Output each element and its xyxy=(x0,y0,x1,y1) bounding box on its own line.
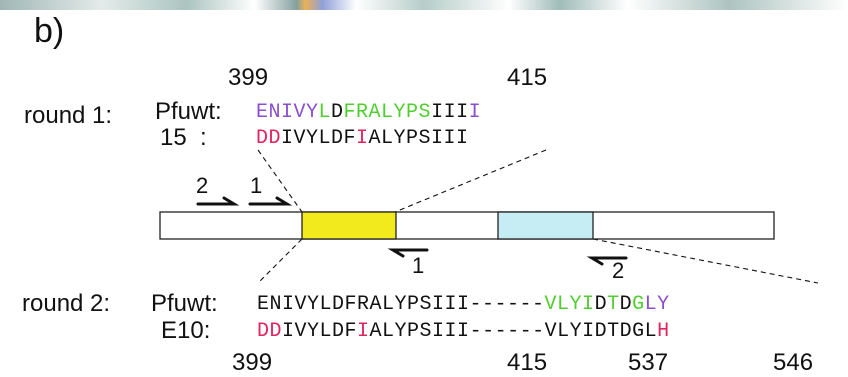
round2-seq-a-segment: ENIVYLDFRALYPSIII------ xyxy=(257,293,545,316)
round1-seq-a-segment: ENIVY xyxy=(256,101,319,124)
primer-rev-2-arrow xyxy=(586,256,628,266)
round1-seq-a-name: Pfuwt: xyxy=(155,98,222,125)
primer-fwd-2-label: 2 xyxy=(196,173,209,198)
round1-pos-end: 415 xyxy=(507,64,548,91)
primer-rev-1-label: 1 xyxy=(412,253,425,278)
round2-seq-a-segment: VLYI xyxy=(544,293,595,316)
round1-seq-a-segment: L xyxy=(318,101,332,124)
round1-seq-b-segment: IVYLDF xyxy=(281,127,357,150)
round2-seq-b-segment: I xyxy=(357,320,370,343)
round1-seq-a: ENIVYLDFRALYPSIIII xyxy=(256,101,481,124)
zoom-line-r1-left xyxy=(257,149,303,213)
primer-rev-2-label: 2 xyxy=(612,258,625,283)
round2-pos-546: 546 xyxy=(773,349,814,376)
round1-pos-start: 399 xyxy=(228,64,269,91)
round2-pos-537: 537 xyxy=(628,349,669,376)
round2-seq-b-segment: DD xyxy=(257,320,283,343)
round1-seq-a-segment: I xyxy=(468,101,482,124)
round2-seq-a: ENIVYLDFRALYPSIII------VLYIDTDGLY xyxy=(257,293,670,316)
round1-seq-b-name: 15 : xyxy=(160,124,207,151)
round2-seq-a-segment: D xyxy=(619,293,633,316)
round1-seq-a-segment: D xyxy=(331,101,344,124)
round1-seq-a-segment: III xyxy=(431,101,469,124)
primer-fwd-1-arrow xyxy=(248,196,293,206)
round1-seq-b-segment: DD xyxy=(256,127,282,150)
round2-seq-a-segment: D xyxy=(594,293,608,316)
zoom-line-r2-left xyxy=(257,238,303,284)
round2-seq-b-name: E10: xyxy=(161,317,211,344)
gene-bar xyxy=(159,211,775,240)
round2-seq-a-segment: LY xyxy=(644,293,670,316)
primer-rev-1-arrow xyxy=(387,248,429,258)
round2-pos-399: 399 xyxy=(232,349,273,376)
round1-seq-a-segment: FRALYPS xyxy=(343,101,432,124)
round2-seq-b: DDIVYLDFIALYPSIII------VLYIDTDGLH xyxy=(257,320,670,343)
round2-seq-b-segment: H xyxy=(657,320,670,343)
primer-fwd-1-label: 1 xyxy=(250,173,263,198)
mutated-region-1 xyxy=(301,211,397,240)
round2-seq-b-segment: ALYPSIII------VLYIDTDGL xyxy=(369,320,658,343)
round1-seq-b: DDIVYLDFIALYPSIII xyxy=(256,127,469,150)
round1-seq-b-segment: ALYPSIII xyxy=(368,127,469,150)
zoom-line-r2-right xyxy=(592,238,819,284)
round2-seq-a-segment: T xyxy=(607,293,620,316)
zoom-line-r1-right xyxy=(394,149,547,213)
round1-label: round 1: xyxy=(24,102,113,129)
mutated-region-2 xyxy=(497,211,594,240)
round2-seq-a-name: Pfuwt: xyxy=(151,290,218,317)
panel-label: b) xyxy=(34,12,65,50)
round2-seq-b-segment: IVYLDF xyxy=(282,320,358,343)
round2-pos-415: 415 xyxy=(507,349,548,376)
cropped-structure-image-strip xyxy=(0,0,848,10)
primer-fwd-2-arrow xyxy=(196,196,240,206)
round1-seq-b-segment: I xyxy=(356,127,369,150)
round2-label: round 2: xyxy=(22,290,111,317)
round2-seq-a-segment: G xyxy=(632,293,645,316)
